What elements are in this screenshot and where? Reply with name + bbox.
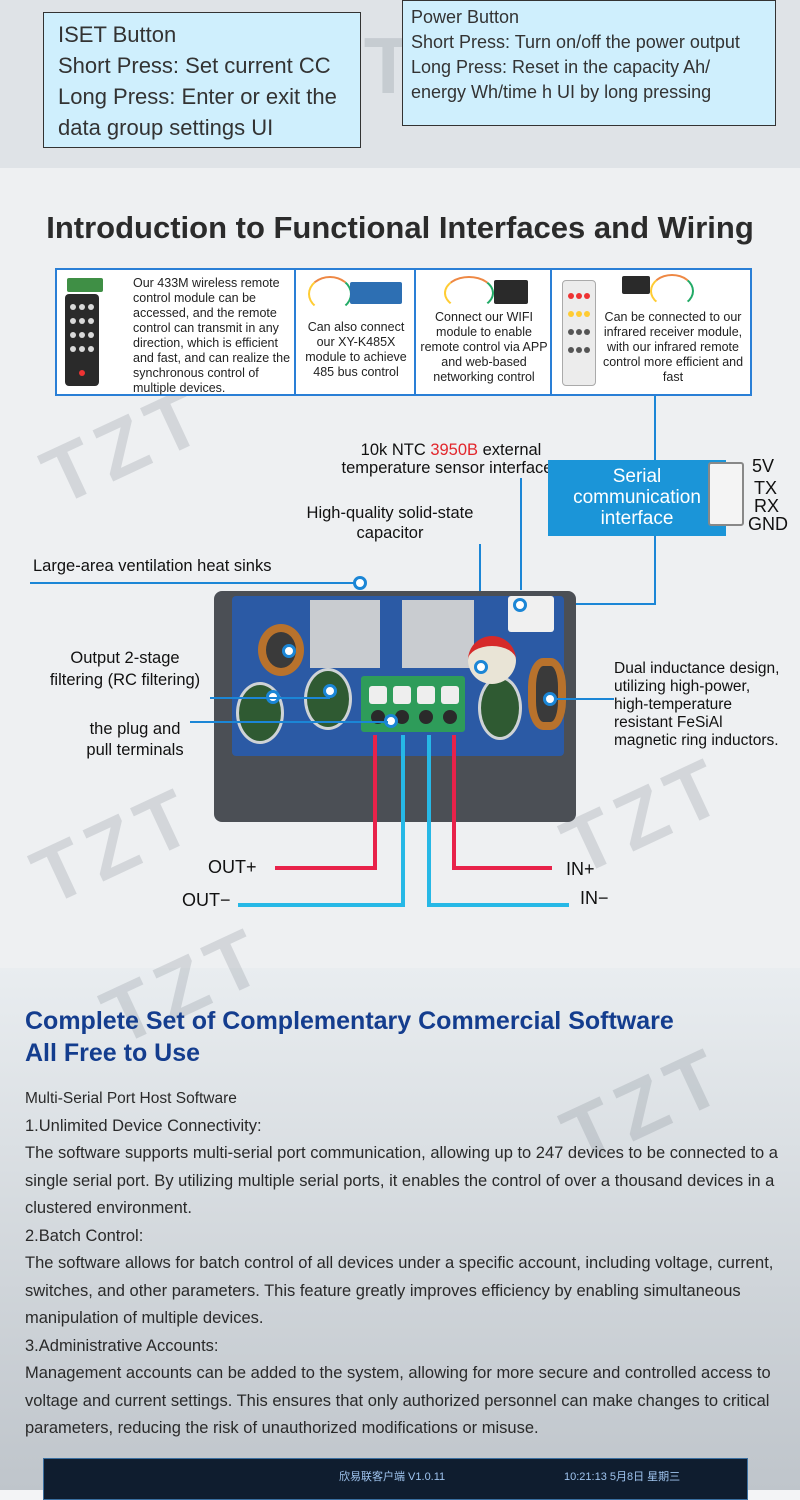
app-clock: 10:21:13 5月8日 星期三 (564, 1471, 681, 1483)
filter-label-line2: filtering (RC filtering) (49, 671, 201, 689)
out-minus-wire (401, 735, 405, 907)
pin-rx: RX (754, 496, 780, 516)
filter-callout-dot (323, 684, 337, 698)
iset-short-press: Short Press: Set current CC (58, 53, 331, 78)
module-image (494, 280, 528, 304)
remote-control-image (562, 280, 596, 386)
feature-1-text: The software supports multi-serial port … (25, 1144, 778, 1217)
iset-info-box: ISET Button Short Press: Set current CC … (43, 12, 361, 148)
card-433m: Our 433M wireless remote control module … (57, 270, 296, 395)
feature-3-heading: 3.Administrative Accounts: (25, 1336, 219, 1355)
pin-5v: 5V (752, 456, 775, 476)
filter-callout-line (210, 697, 330, 699)
ntc-callout-line (520, 478, 522, 590)
iset-title: ISET Button (58, 22, 177, 47)
module-image (622, 276, 650, 294)
wiring-title: Introduction to Functional Interfaces an… (46, 210, 754, 245)
cable-image (308, 276, 352, 312)
out-plus-label: OUT+ (208, 857, 257, 877)
in-minus-wire (427, 903, 569, 907)
heatsink-callout-dot (353, 576, 367, 590)
module-image (67, 278, 103, 292)
module-image (350, 282, 402, 304)
in-plus-wire (452, 866, 552, 870)
card-wifi: Connect our WIFI module to enable remote… (416, 270, 552, 394)
card-infrared: Can be connected to our infrared receive… (552, 270, 750, 394)
in-plus-wire (452, 735, 456, 870)
app-title: 欣易联客户端 V1.0.11 (339, 1471, 446, 1483)
serial-interface-label: Serial communication interface (548, 460, 726, 536)
serial-callout-line (556, 603, 656, 605)
inductor-label: Dual inductance design, utilizing high-p… (614, 660, 780, 749)
cable-image (444, 276, 494, 310)
capacitor-callout-dot (474, 660, 488, 674)
inductor-callout-dot (543, 692, 557, 706)
feature-2-heading: 2.Batch Control: (25, 1226, 144, 1245)
in-plus-label: IN+ (566, 859, 595, 879)
pin-gnd: GND (748, 514, 788, 534)
iset-long-press-cont: data group settings UI (58, 115, 274, 140)
heatsink-callout-line (30, 582, 360, 584)
ntc-label-line2: temperature sensor interface (341, 459, 553, 477)
out-plus-wire (373, 735, 377, 870)
ntc-label: 10k NTC 3950B external (360, 441, 542, 459)
filter-label: Output 2-stage (70, 649, 180, 667)
terminal-callout-line (190, 721, 388, 723)
serial-connector-image (708, 462, 744, 526)
software-section (0, 968, 800, 1490)
feature-1-heading: 1.Unlimited Device Connectivity: (25, 1116, 262, 1135)
out-minus-label: OUT− (182, 890, 231, 910)
heatsink-label: Large-area ventilation heat sinks (33, 557, 272, 575)
software-screenshot-bar: 欣易联客户端 V1.0.11 10:21:13 5月8日 星期三 (43, 1458, 748, 1500)
terminal-label: the plug and (89, 720, 181, 738)
card-485-text: Can also connect our XY-K485X module to … (305, 320, 407, 379)
card-485: Can also connect our XY-K485X module to … (296, 270, 416, 394)
software-title: Complete Set of Complementary Commercial… (25, 1007, 674, 1067)
out-minus-wire (238, 903, 405, 907)
remote-control-image (65, 294, 99, 386)
terminal-label-line2: pull terminals (86, 741, 184, 759)
software-subtitle: Multi-Serial Port Host Software (25, 1090, 237, 1107)
out-plus-wire (275, 866, 377, 870)
power-info-box: Power Button Short Press: Turn on/off th… (402, 0, 776, 126)
power-long-press-cont: energy Wh/time h UI by long pressing (411, 82, 712, 102)
capacitor-label-line2: capacitor (356, 524, 424, 542)
card-infrared-text: Can be connected to our infrared receive… (602, 310, 744, 384)
cable-image (650, 274, 694, 308)
capacitor-label: High-quality solid-state (306, 504, 474, 522)
module-cards: Our 433M wireless remote control module … (55, 268, 752, 396)
power-long-press: Long Press: Reset in the capacity Ah/ (411, 57, 711, 77)
software-description: Multi-Serial Port Host Software 1.Unlimi… (25, 1085, 795, 1443)
iset-long-press: Long Press: Enter or exit the (58, 84, 337, 109)
feature-2-text: The software allows for batch control of… (25, 1254, 774, 1327)
card-wifi-text: Connect our WIFI module to enable remote… (420, 310, 548, 384)
in-minus-label: IN− (580, 888, 609, 908)
power-short-press: Short Press: Turn on/off the power outpu… (411, 32, 740, 52)
inductor-callout-line (556, 698, 614, 700)
pin-tx: TX (754, 478, 778, 498)
ntc-callout-dot (513, 598, 527, 612)
feature-3-text: Management accounts can be added to the … (25, 1364, 771, 1437)
in-minus-wire (427, 735, 431, 907)
filter-callout-dot (282, 644, 296, 658)
output-terminal-block-image (361, 676, 465, 732)
power-title: Power Button (411, 7, 520, 27)
card-433m-text: Our 433M wireless remote control module … (133, 276, 291, 395)
